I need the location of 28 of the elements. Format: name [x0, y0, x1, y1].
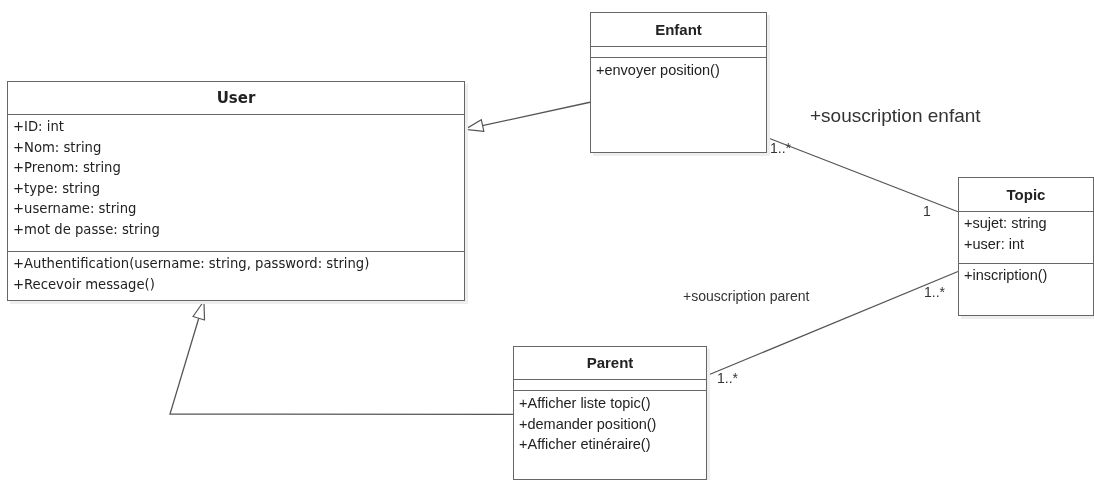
- multiplicity-label: 1..*: [770, 140, 791, 156]
- attribute-text: +Prenom: string: [12, 159, 122, 177]
- method-text: +Afficher etinéraire(): [518, 435, 652, 454]
- class-name: Topic: [1005, 185, 1047, 205]
- class-box: [958, 177, 1094, 316]
- method-text: +Recevoir message(): [12, 275, 156, 294]
- multiplicity-label: 1..*: [717, 370, 738, 386]
- class-name: Enfant: [654, 20, 703, 40]
- class-box: [590, 12, 767, 153]
- method-text: +envoyer position(): [595, 61, 721, 80]
- attribute-text: +ID: int: [12, 118, 65, 136]
- class-box: [513, 346, 707, 480]
- attribute-text: +Nom: string: [12, 138, 103, 157]
- multiplicity-label: 1: [923, 203, 931, 219]
- method-text: +Afficher liste topic(): [518, 394, 652, 413]
- class-box: [7, 81, 465, 301]
- attribute-text: +username: string: [12, 200, 138, 218]
- multiplicity-label: 1..*: [924, 284, 945, 300]
- class-name: User: [215, 88, 257, 109]
- attribute-text: +mot de passe: string: [12, 220, 161, 239]
- class-name: Parent: [585, 353, 635, 373]
- method-text: +Authentification(username: string, password: string): [12, 255, 371, 273]
- method-text: +inscription(): [963, 266, 1049, 285]
- attribute-text: +sujet: string: [963, 214, 1048, 233]
- attribute-text: +user: int: [963, 234, 1026, 254]
- attribute-text: +type: string: [12, 179, 101, 198]
- edge-label: +souscription parent: [683, 288, 810, 304]
- method-text: +demander position(): [518, 414, 658, 434]
